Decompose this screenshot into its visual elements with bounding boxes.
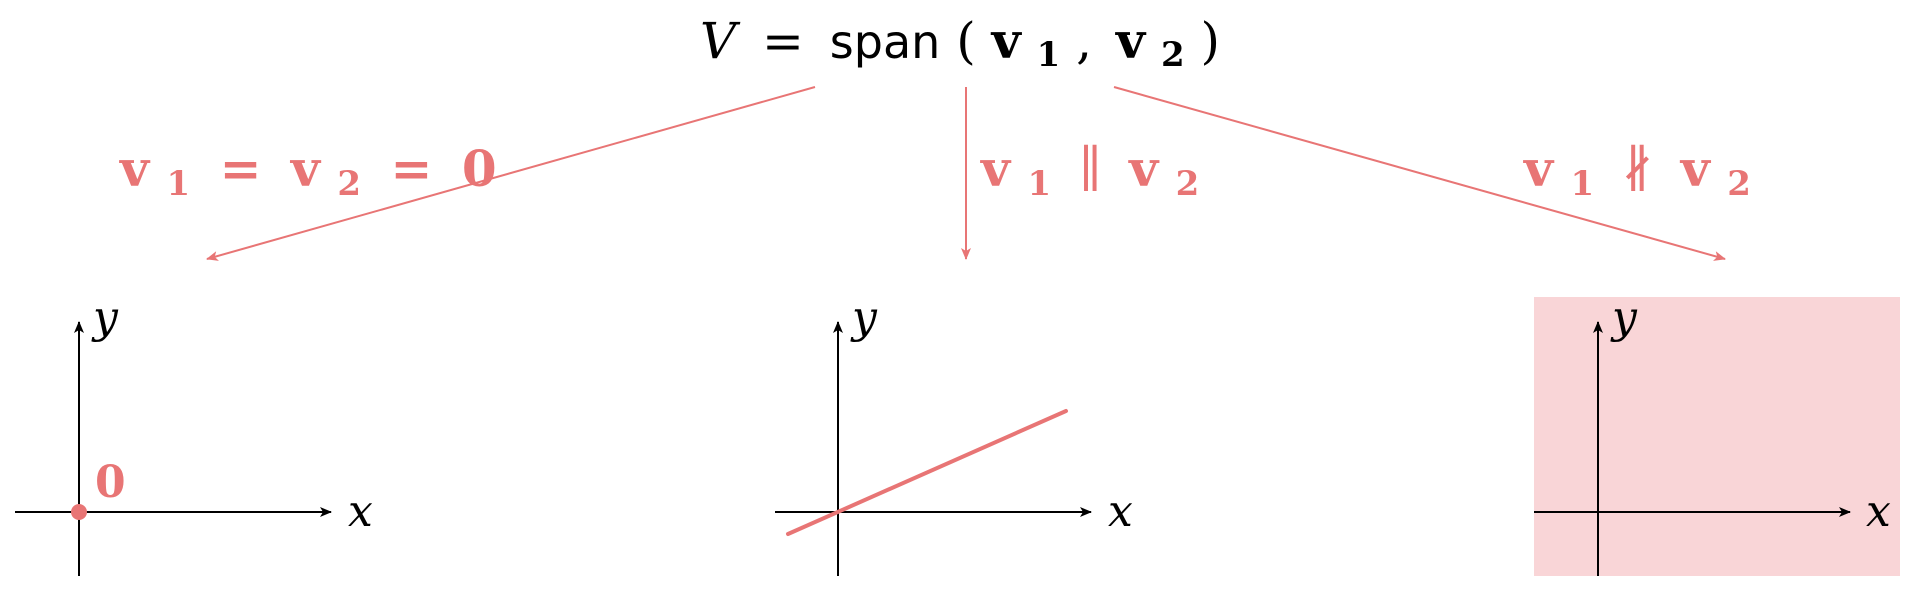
origin-point — [71, 504, 87, 520]
label-zero-case: v 1 = v 2 = 0 — [119, 139, 497, 207]
label-parallel-v2-symbol: v — [1128, 139, 1160, 198]
x-axis-label: x — [1866, 486, 1891, 537]
span-line — [786, 409, 1068, 536]
label-zero-v1-symbol: v — [119, 139, 151, 198]
label-parallel-relation: ∥ — [1079, 140, 1102, 198]
label-not-parallel-relation: ∦ — [1622, 140, 1654, 198]
label-zero-v2-symbol: v — [290, 139, 322, 198]
title-v1-symbol: v — [991, 11, 1023, 70]
label-zero-zero-vector: 0 — [462, 139, 497, 198]
title-equals: = — [762, 12, 804, 70]
span-plane — [1534, 297, 1900, 576]
x-axis-label: x — [1108, 486, 1133, 537]
title-close-paren: ) — [1201, 12, 1221, 70]
label-not-parallel-v1-symbol: v — [1523, 139, 1555, 198]
title-v2-subscript: 2 — [1161, 35, 1185, 75]
label-zero-equals-2: = — [390, 139, 432, 198]
title-v1-subscript: 1 — [1037, 35, 1061, 75]
label-parallel-v2-subscript: 2 — [1176, 164, 1200, 204]
plot-zero-subspace: x y 0 — [15, 292, 373, 576]
plot-plane-subspace: x y — [1534, 292, 1900, 576]
label-parallel-v1-subscript: 1 — [1027, 164, 1051, 204]
label-zero-equals-1: = — [220, 139, 262, 198]
label-not-parallel-v2-subscript: 2 — [1727, 164, 1751, 204]
y-axis-label: y — [850, 292, 878, 343]
x-axis-label: x — [348, 486, 373, 537]
title-comma: , — [1076, 12, 1092, 70]
origin-point-label: 0 — [95, 457, 126, 508]
y-axis-label: y — [1610, 292, 1638, 343]
label-not-parallel-v2-symbol: v — [1680, 139, 1712, 198]
title-lhs: V — [700, 12, 741, 70]
label-zero-v2-subscript: 2 — [337, 164, 361, 204]
arrow-to-zero-case — [206, 86, 816, 261]
label-parallel-case: v 1 ∥ v 2 — [980, 139, 1199, 207]
plot-line-subspace: x y — [775, 292, 1133, 576]
title-span-func: span — [830, 15, 941, 69]
y-axis-label: y — [91, 292, 119, 343]
label-zero-v1-subscript: 1 — [166, 164, 190, 204]
title-formula: V = span ( v 1 , v 2 ) — [700, 11, 1220, 78]
label-not-parallel-case: v 1 ∦ v 2 — [1523, 139, 1751, 207]
title-open-paren: ( — [956, 12, 976, 70]
title-v2-symbol: v — [1115, 11, 1147, 70]
label-parallel-v1-symbol: v — [980, 139, 1012, 198]
arrow-to-not-parallel-case — [1113, 86, 1726, 261]
label-not-parallel-v1-subscript: 1 — [1570, 164, 1594, 204]
